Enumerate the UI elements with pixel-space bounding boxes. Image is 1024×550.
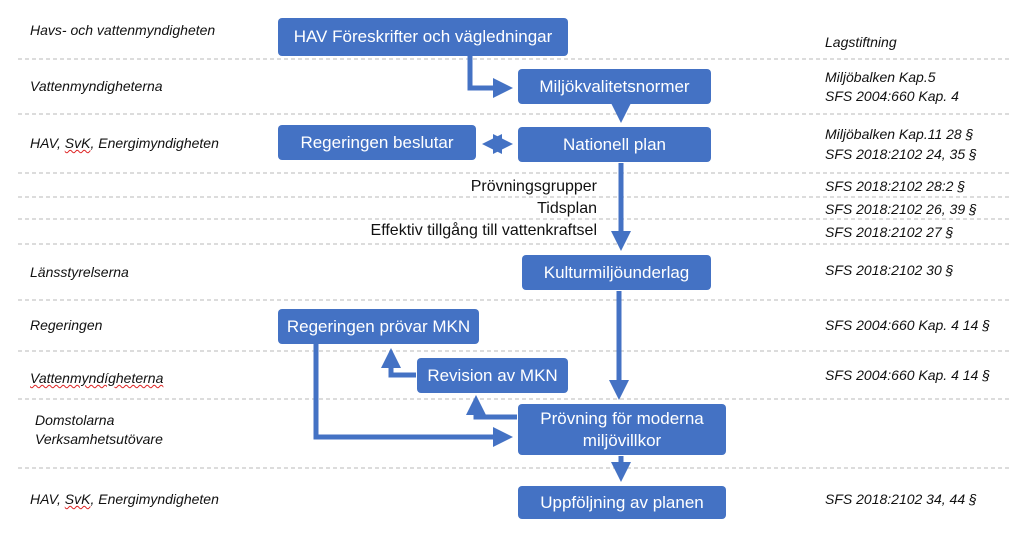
legal-sfs-2004-kap4-14: SFS 2004:660 Kap. 4 14 § xyxy=(825,317,991,333)
actor-hav-svk-energi-2: HAV, SvK, Energimyndigheten xyxy=(30,491,219,507)
box-provning-moderna-miljovillkor: Prövning för moderna miljövillkor xyxy=(518,404,726,455)
actor-hav: Havs- och vattenmyndigheten xyxy=(30,22,216,38)
box-nationell-plan: Nationell plan xyxy=(518,127,711,162)
box-uppfoljning-av-planen: Uppföljning av planen xyxy=(518,486,726,519)
legal-miljobalken-kap11: Miljöbalken Kap.11 28 § xyxy=(825,126,974,142)
actor-vattenmyndigheterna-2: Vattenmyndígheterna xyxy=(30,370,164,386)
box-miljokvalitetsnormer: Miljökvalitetsnormer xyxy=(518,69,711,104)
legal-sfs-2004-kap4: SFS 2004:660 Kap. 4 xyxy=(825,88,959,104)
legal-lagstiftning: Lagstiftning xyxy=(825,34,897,50)
actor-hav-svk-energi: HAV, SvK, Energimyndigheten xyxy=(30,135,219,151)
arrow-hav-to-mkn xyxy=(467,52,513,98)
box-regeringen-beslutar: Regeringen beslutar xyxy=(278,125,476,160)
sub-item-effektiv-tillgang: Effektiv tillgång till vattenkraftsel xyxy=(370,222,597,239)
legal-sfs-2018-28-2: SFS 2018:2102 28:2 § xyxy=(825,178,966,194)
box-provning-line2: miljövillkor xyxy=(582,430,662,450)
actor-lansstyrelserna: Länsstyrelserna xyxy=(30,264,129,280)
legal-miljobalken-kap5: Miljöbalken Kap.5 xyxy=(825,69,936,85)
actor-vattenmyndigheterna: Vattenmyndigheterna xyxy=(30,78,163,94)
legal-sfs-2018-30: SFS 2018:2102 30 § xyxy=(825,262,954,278)
box-kulturmiljounderlag: Kulturmiljöunderlag xyxy=(522,255,711,290)
legal-sfs-2018-34-44: SFS 2018:2102 34, 44 § xyxy=(825,491,977,507)
actor-domstolarna: Domstolarna xyxy=(35,412,115,428)
arrow-provning-to-revision xyxy=(466,395,517,420)
legal-sfs-2004-kap4-14-b: SFS 2004:660 Kap. 4 14 § xyxy=(825,367,991,383)
arrow-regering-to-provning xyxy=(313,344,513,447)
sub-item-provningsgrupper: Prövningsgrupper xyxy=(470,178,597,195)
box-revision-av-mkn: Revision av MKN xyxy=(417,358,568,393)
actor-regeringen: Regeringen xyxy=(30,317,103,333)
box-provning-line1: Prövning för moderna xyxy=(540,408,704,428)
arrow-revision-to-regering xyxy=(381,348,416,378)
box-hav-foreskrifter: HAV Föreskrifter och vägledningar xyxy=(278,18,568,56)
legal-sfs-2018-24-35: SFS 2018:2102 24, 35 § xyxy=(825,146,977,162)
sub-item-tidsplan: Tidsplan xyxy=(537,200,597,217)
legal-sfs-2018-27: SFS 2018:2102 27 § xyxy=(825,224,954,240)
box-regeringen-provar-mkn: Regeringen prövar MKN xyxy=(278,309,479,344)
legal-sfs-2018-26-39: SFS 2018:2102 26, 39 § xyxy=(825,201,977,217)
actor-verksamhetsutovare: Verksamhetsutövare xyxy=(35,431,163,447)
